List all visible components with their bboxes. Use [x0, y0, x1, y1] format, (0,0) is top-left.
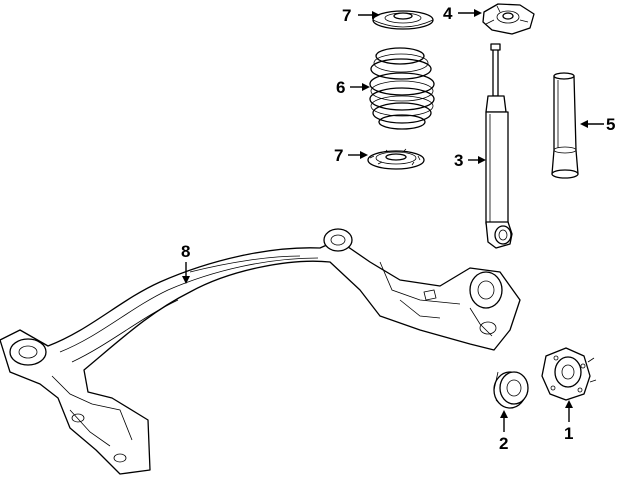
shock-absorber [485, 43, 513, 249]
callout-6: 6 [336, 78, 346, 97]
crossmember [0, 228, 521, 475]
lower-spring-insulator [367, 148, 425, 170]
callout-2: 2 [499, 434, 509, 453]
leader-arrows [182, 9, 604, 432]
dust-boot [551, 72, 579, 179]
callout-5: 5 [606, 115, 616, 134]
callout-7-lower: 7 [334, 146, 344, 165]
callout-8: 8 [181, 242, 191, 261]
callout-1: 1 [564, 424, 574, 443]
callout-7-upper: 7 [342, 6, 352, 25]
callout-3: 3 [454, 151, 464, 170]
upper-spring-insulator [372, 10, 434, 30]
callout-4: 4 [443, 4, 453, 23]
wheel-bearing [493, 371, 529, 409]
upper-mount [482, 3, 535, 35]
coil-spring [369, 47, 435, 130]
wheel-hub [541, 347, 597, 401]
